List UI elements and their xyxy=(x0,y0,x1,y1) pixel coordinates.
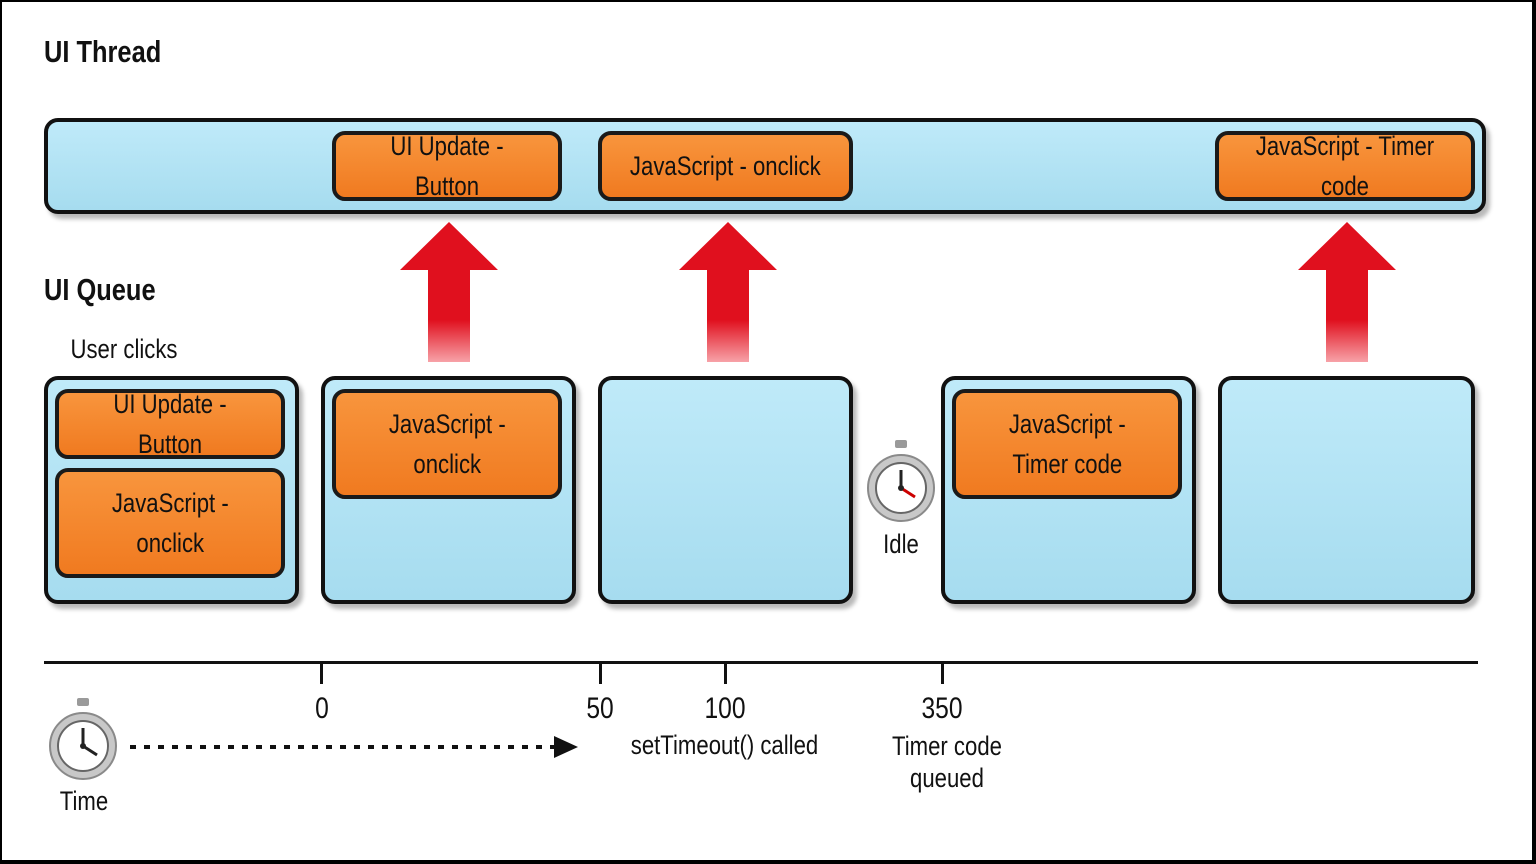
tick-label: 350 xyxy=(921,692,963,725)
thread-task-timer-code: JavaScript - Timer code xyxy=(1215,131,1475,201)
red-up-arrow-icon xyxy=(1298,222,1396,362)
thread-task-ui-update: UI Update - Button xyxy=(332,131,562,201)
red-up-arrow-icon xyxy=(679,222,777,362)
queue-task-label: JavaScript - onclick xyxy=(111,488,229,558)
timeline-axis xyxy=(44,661,1478,664)
thread-task-label: JavaScript - onclick xyxy=(630,151,821,181)
thread-task-label: JavaScript - Timer code xyxy=(1255,131,1435,201)
settimeout-note: setTimeout() called xyxy=(630,730,819,760)
queue-slot xyxy=(1218,376,1475,604)
queue-task: UI Update - Button xyxy=(55,389,285,459)
queue-task: JavaScript - onclick xyxy=(55,468,285,578)
thread-task-label: UI Update - Button xyxy=(390,131,504,201)
tick-label: 0 xyxy=(315,692,329,725)
timeline-tick xyxy=(599,662,602,684)
queue-task-label: JavaScript - Timer code xyxy=(1008,409,1126,479)
timeline-tick xyxy=(724,662,727,684)
queue-task: JavaScript - onclick xyxy=(332,389,562,499)
timeline-tick xyxy=(941,662,944,684)
dotted-right-arrow-icon xyxy=(126,734,582,765)
ui-queue-heading: UI Queue xyxy=(44,272,156,307)
time-label: Time xyxy=(59,786,109,816)
red-up-arrow-icon xyxy=(400,222,498,362)
tick-label: 50 xyxy=(586,692,614,725)
tick-label: 100 xyxy=(704,692,746,725)
timer-queued-note: Timer code queued xyxy=(892,731,1002,793)
thread-task-onclick: JavaScript - onclick xyxy=(598,131,853,201)
queue-task-label: UI Update - Button xyxy=(113,389,227,459)
queue-slot xyxy=(598,376,853,604)
stopwatch-icon xyxy=(48,698,118,789)
queue-task: JavaScript - Timer code xyxy=(952,389,1182,499)
ui-thread-heading: UI Thread xyxy=(44,34,162,69)
queue-task-label: JavaScript - onclick xyxy=(388,409,506,479)
user-clicks-label: User clicks xyxy=(70,334,178,364)
stopwatch-icon xyxy=(866,440,936,531)
idle-label: Idle xyxy=(883,529,919,559)
timeline-tick xyxy=(320,662,323,684)
